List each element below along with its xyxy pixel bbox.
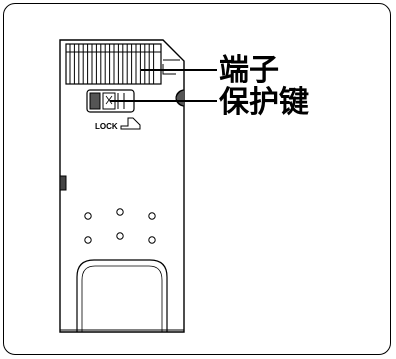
terminal-contacts bbox=[65, 43, 162, 85]
card-body bbox=[59, 39, 185, 333]
protect-key-label: 保护键 bbox=[219, 85, 309, 120]
bottom-tab bbox=[76, 259, 168, 332]
lock-arrow-icon bbox=[120, 117, 141, 130]
left-notch bbox=[59, 175, 67, 191]
lock-text: LOCK bbox=[95, 122, 118, 131]
dot-pattern bbox=[84, 208, 156, 244]
terminal-label: 端子 bbox=[219, 53, 279, 88]
